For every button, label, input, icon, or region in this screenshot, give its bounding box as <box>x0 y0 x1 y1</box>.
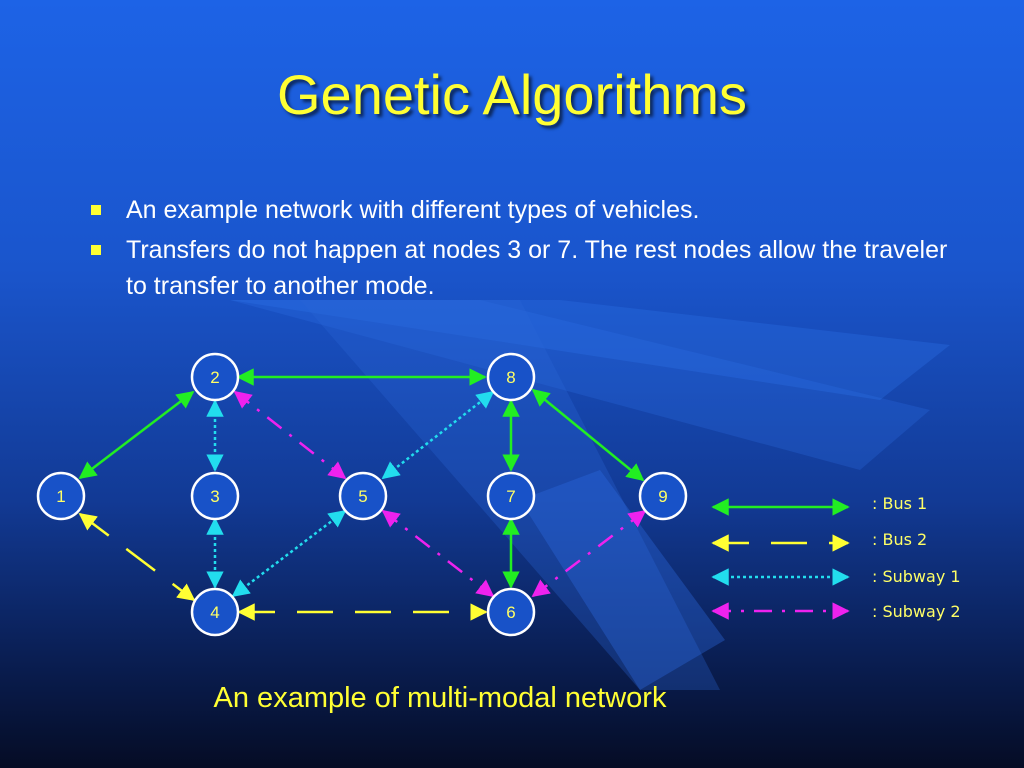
node-7: 7 <box>486 471 536 521</box>
edge-subway2-6-9 <box>531 509 647 598</box>
node-label: 6 <box>506 603 515 622</box>
legend-label-subway2: : Subway 2 <box>872 602 961 621</box>
bullet-item: An example network with different types … <box>88 192 948 228</box>
node-5: 5 <box>338 471 388 521</box>
legend-label-bus1: : Bus 1 <box>872 494 927 513</box>
edge-subway1-4-5 <box>231 509 347 598</box>
bullet-item: Transfers do not happen at nodes 3 or 7.… <box>88 232 948 304</box>
node-6: 6 <box>486 587 536 637</box>
node-8: 8 <box>486 352 536 402</box>
bullet-list: An example network with different types … <box>88 192 948 308</box>
slide-title: Genetic Algorithms <box>277 63 747 126</box>
edge-subway2-5-6 <box>381 509 495 598</box>
node-2: 2 <box>190 352 240 402</box>
diagram-caption: An example of multi-modal network <box>213 682 667 714</box>
node-4: 4 <box>190 587 240 637</box>
node-3: 3 <box>190 471 240 521</box>
node-label: 1 <box>56 487 65 506</box>
bullet-text: An example network with different types … <box>126 196 700 224</box>
edge-subway1-5-8 <box>381 390 495 480</box>
node-9: 9 <box>638 471 688 521</box>
node-label: 4 <box>210 603 219 622</box>
node-label: 8 <box>506 368 515 387</box>
bullet-text: Transfers do not happen at nodes 3 or 7.… <box>126 236 948 300</box>
node-label: 9 <box>658 487 667 506</box>
legend-label-bus2: : Bus 2 <box>872 530 927 549</box>
edge-bus1-1-2 <box>78 390 195 480</box>
legend: : Bus 1 : Bus 2 : Subway 1 : Subway 2 <box>711 494 961 621</box>
node-label: 5 <box>358 487 367 506</box>
square-bullet-icon <box>91 205 101 215</box>
legend-label-subway1: : Subway 1 <box>872 567 961 586</box>
edge-bus2-1-4 <box>78 512 196 602</box>
edge-subway2-2-5 <box>233 390 347 480</box>
node-label: 7 <box>506 487 515 506</box>
edge-bus1-8-9 <box>531 388 645 482</box>
node-1: 1 <box>36 471 86 521</box>
node-label: 2 <box>210 368 219 387</box>
square-bullet-icon <box>91 245 101 255</box>
node-label: 3 <box>210 487 219 506</box>
